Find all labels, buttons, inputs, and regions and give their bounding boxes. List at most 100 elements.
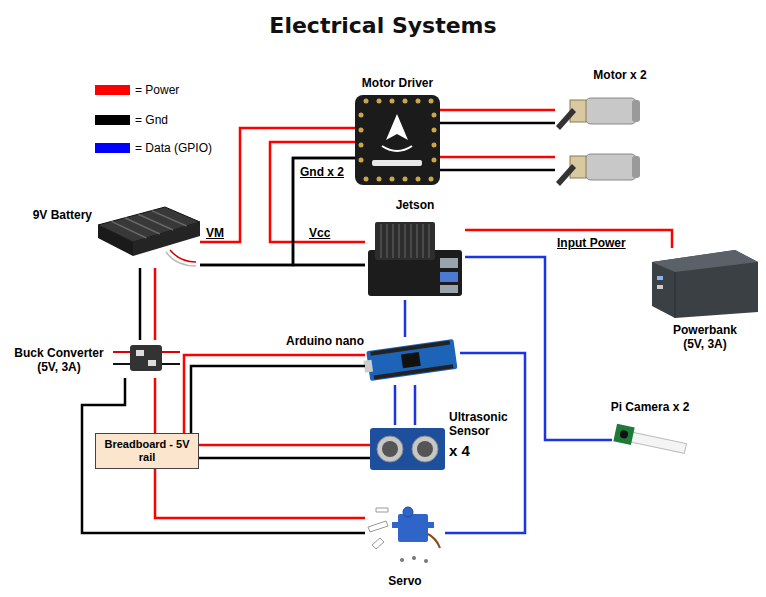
transducer bbox=[412, 436, 438, 462]
module-body bbox=[130, 345, 162, 371]
powerbank-top bbox=[652, 250, 758, 272]
screw bbox=[400, 558, 404, 562]
node-text: Buck Converter (5V, 3A) bbox=[8, 346, 110, 374]
groove bbox=[152, 211, 187, 226]
motor-driver-board bbox=[355, 95, 440, 185]
fin bbox=[416, 224, 418, 258]
fin bbox=[386, 224, 388, 258]
fin bbox=[404, 224, 406, 258]
powerbank-port bbox=[657, 285, 663, 289]
module-wire bbox=[161, 351, 180, 353]
wire-connector bbox=[184, 355, 365, 433]
connector bbox=[136, 350, 144, 356]
heatsink-fins bbox=[381, 224, 429, 258]
wire-connector bbox=[154, 268, 157, 340]
logo-bar bbox=[372, 160, 422, 166]
ultrasonic-sensor-icon bbox=[370, 428, 445, 470]
pin bbox=[432, 143, 437, 148]
transducer-mesh bbox=[382, 441, 398, 457]
motor-body bbox=[585, 98, 637, 124]
wire-connector bbox=[440, 109, 555, 112]
pin bbox=[359, 113, 364, 118]
motor-cap bbox=[632, 100, 640, 122]
ribbon-cable bbox=[628, 432, 687, 454]
screw bbox=[412, 556, 416, 560]
component-node: Servo bbox=[365, 500, 445, 570]
pin bbox=[377, 99, 382, 104]
battery-holder bbox=[98, 207, 200, 266]
breadboard-label: Breadboard - 5V rail bbox=[96, 438, 198, 464]
powerbank-icon bbox=[652, 250, 758, 318]
pin bbox=[403, 177, 408, 182]
pin bbox=[432, 113, 437, 118]
port bbox=[440, 258, 458, 268]
fin bbox=[398, 224, 400, 258]
node-text: Powerbank (5V, 3A) bbox=[664, 323, 746, 351]
servo-shaft bbox=[403, 507, 413, 517]
component-label: Ultrasonic Sensor x 4 bbox=[449, 410, 517, 460]
node-text: 9V Battery bbox=[8, 208, 92, 222]
wire-connector bbox=[82, 378, 365, 533]
pin bbox=[359, 143, 364, 148]
motor-icon bbox=[556, 98, 640, 186]
component-node: Powerbank (5V, 3A) bbox=[650, 248, 758, 318]
component-node: Motor x 2 bbox=[555, 88, 645, 192]
powerbank-port bbox=[657, 276, 663, 280]
wire-connector bbox=[445, 353, 525, 533]
component-label: Arduino nano bbox=[276, 334, 364, 348]
wire-connector bbox=[414, 385, 417, 425]
servo-horn bbox=[376, 508, 388, 512]
pin bbox=[390, 177, 395, 182]
component-label: Powerbank (5V, 3A) bbox=[664, 323, 746, 351]
diagram-title: Electrical Systems bbox=[0, 12, 766, 40]
component-label: Jetson bbox=[365, 198, 465, 212]
component-node: Buck Converter (5V, 3A) bbox=[113, 340, 180, 378]
port bbox=[440, 285, 458, 293]
wire-label: Gnd x 2 bbox=[299, 165, 345, 179]
pin bbox=[377, 177, 382, 182]
component-label: Pi Camera x 2 bbox=[598, 400, 702, 414]
wire-label: Vcc bbox=[308, 226, 331, 240]
legend-swatch bbox=[95, 143, 130, 153]
pin bbox=[416, 177, 421, 182]
wire-connector bbox=[440, 156, 555, 159]
wire-connector bbox=[139, 268, 142, 340]
connector bbox=[148, 360, 156, 366]
sensor-pcb bbox=[370, 428, 445, 470]
pin bbox=[364, 177, 369, 182]
component-node: 9V Battery bbox=[95, 205, 200, 268]
component-node: Pi Camera x 2 bbox=[612, 422, 692, 464]
node-text: Motor x 2 bbox=[570, 68, 670, 82]
battery-wire bbox=[166, 252, 196, 266]
wire-connector bbox=[440, 122, 555, 125]
node-text: Ultrasonic Sensor bbox=[449, 410, 517, 438]
worm-shaft bbox=[556, 108, 576, 130]
powerbank-edge bbox=[675, 272, 676, 318]
powerbank-body bbox=[652, 250, 758, 318]
fin bbox=[410, 224, 412, 258]
servo-icon bbox=[368, 507, 440, 563]
legend-swatch bbox=[95, 115, 130, 125]
node-text: Pi Camera x 2 bbox=[598, 400, 702, 414]
wire-connector bbox=[394, 385, 397, 425]
servo-horn bbox=[372, 538, 384, 549]
count-label: x 4 bbox=[449, 441, 517, 460]
component-node: Jetson bbox=[365, 218, 465, 300]
module-wire bbox=[113, 363, 131, 365]
wire-connector bbox=[199, 444, 370, 447]
screw bbox=[424, 559, 428, 563]
module-wire bbox=[113, 351, 131, 353]
legend-swatch bbox=[95, 85, 130, 95]
pin bbox=[416, 99, 421, 104]
node-text: Motor Driver bbox=[345, 76, 450, 90]
wire-connector bbox=[200, 128, 355, 242]
motor-body bbox=[585, 154, 637, 180]
camera-pcb bbox=[613, 424, 634, 445]
node-text: Arduino nano bbox=[276, 334, 364, 348]
wire-connector bbox=[200, 158, 355, 265]
arduino-nano-board bbox=[362, 339, 457, 382]
groove bbox=[111, 221, 146, 238]
wire-connector bbox=[199, 457, 370, 460]
component-label: Motor x 2 bbox=[570, 68, 670, 82]
